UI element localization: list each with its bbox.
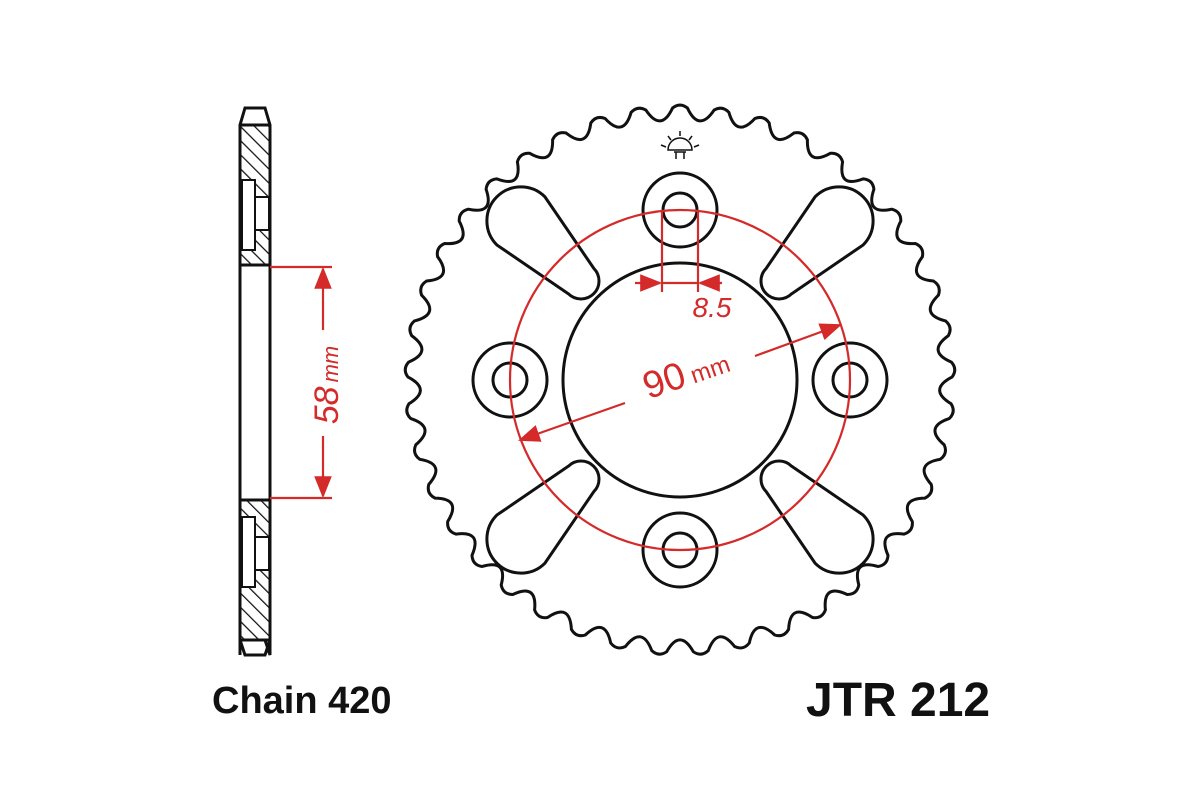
side-dimension: 58mm xyxy=(270,265,346,500)
bolt-hole xyxy=(641,511,719,589)
bolt-hole-dimension-label: 8.5 xyxy=(693,292,732,323)
lightening-slot xyxy=(485,459,601,575)
bolt-hole xyxy=(811,341,889,419)
bolt-hole-dimension: 8.5 xyxy=(635,212,732,323)
lightening-slot xyxy=(485,185,601,301)
side-dimension-label: 58mm xyxy=(308,346,346,424)
bolt-hole xyxy=(641,171,719,249)
center-bore xyxy=(561,261,799,499)
lightening-slot xyxy=(759,459,875,575)
logo xyxy=(660,131,700,159)
pcd-dimension-label: 90mm xyxy=(638,339,735,407)
side-profile xyxy=(238,106,272,657)
bolt-hole xyxy=(471,341,549,419)
pcd-circle xyxy=(508,208,852,552)
part-number: JTR 212 xyxy=(806,674,991,727)
lightening-slot xyxy=(759,185,875,301)
chain-label: Chain 420 xyxy=(212,680,392,722)
pcd-dimension: 90mm xyxy=(508,208,852,552)
sprocket-teeth-outline xyxy=(403,103,957,656)
